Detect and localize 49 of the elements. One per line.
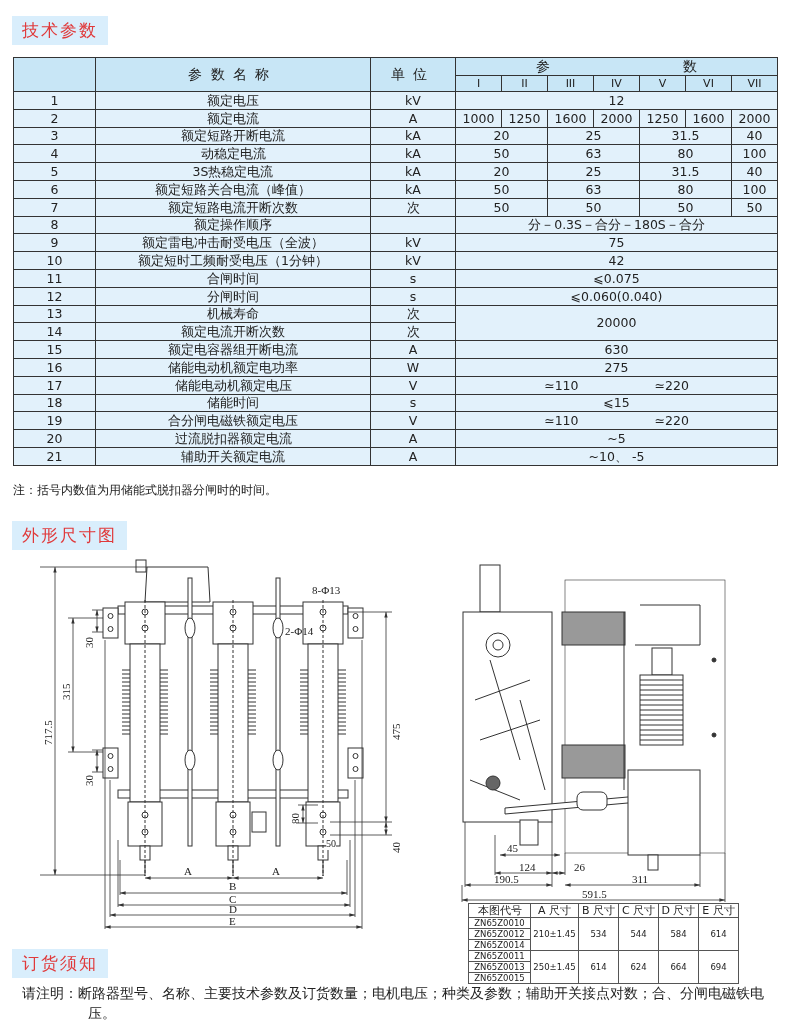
dimension-label: 591.5 xyxy=(582,888,607,900)
dimension-label: 8-Φ13 xyxy=(312,584,341,596)
table-cell: ZN65Z0014 xyxy=(468,939,531,951)
column-header: D 尺寸 xyxy=(658,903,699,918)
section-heading: 外形尺寸图 xyxy=(12,521,127,550)
dimension-label: B xyxy=(229,880,237,892)
dimension-label: 2-Φ14 xyxy=(285,625,314,637)
dimension-label: 30 xyxy=(83,637,95,648)
dimension-label: 717.5 xyxy=(42,720,54,745)
dimension-label: 80 xyxy=(289,813,301,824)
column-header: B 尺寸 xyxy=(578,903,619,918)
dimension-label: 311 xyxy=(632,873,649,885)
table-cell: 210±1.45 xyxy=(530,917,579,951)
dimension-label: 50 xyxy=(326,838,336,850)
order-note: 请注明：断路器型号、名称、主要技术参数及订货数量；电机电压；种类及参数；辅助开关接点对数；合、分闸电磁铁电压。 xyxy=(22,984,765,1023)
column-header: E 尺寸 xyxy=(698,903,739,918)
dimension-label: 30 xyxy=(83,775,95,786)
section-heading: 订货须知 xyxy=(12,949,108,978)
dimension-label: 45 xyxy=(507,842,518,854)
dimension-label: 26 xyxy=(574,861,585,873)
table-cell: 250±1.45 xyxy=(530,950,579,984)
dimension-label: A xyxy=(272,865,280,877)
column-header: 参数名称 xyxy=(95,57,371,92)
cell-value: ≃220 xyxy=(654,377,689,393)
table-cell: 20000 xyxy=(455,305,778,341)
table-cell: ZN65Z0010 xyxy=(468,917,531,929)
table-cell: ZN65Z0011 xyxy=(468,950,531,962)
table-cell: ZN65Z0013 xyxy=(468,961,531,973)
dimension-label: 475 xyxy=(390,723,402,740)
dimension-label: 315 xyxy=(60,683,72,700)
column-header: 参数 xyxy=(455,57,778,76)
dimension-label: D xyxy=(229,903,237,915)
column-header: A 尺寸 xyxy=(530,903,579,918)
dimension-label: E xyxy=(229,915,236,927)
column-header: C 尺寸 xyxy=(618,903,659,918)
cell-value: ≃220 xyxy=(654,413,689,429)
section-heading: 技术参数 xyxy=(12,16,108,45)
dimension-label: 190.5 xyxy=(494,873,519,885)
dimension-label: 124 xyxy=(519,861,536,873)
dimension-label: A xyxy=(184,865,192,877)
column-header: 本图代号 xyxy=(468,903,531,918)
table-cell: ZN65Z0012 xyxy=(468,928,531,940)
dimension-label: C xyxy=(229,893,237,905)
cell-value: ≃110 xyxy=(544,377,579,393)
footnote: 注：括号内数值为用储能式脱扣器分闸时的时间。 xyxy=(13,482,277,499)
table-cell: ZN65Z0015 xyxy=(468,972,531,984)
cell-value: ≃110 xyxy=(544,413,579,429)
column-header: 单位 xyxy=(370,57,456,92)
dimension-label: 40 xyxy=(390,842,402,853)
